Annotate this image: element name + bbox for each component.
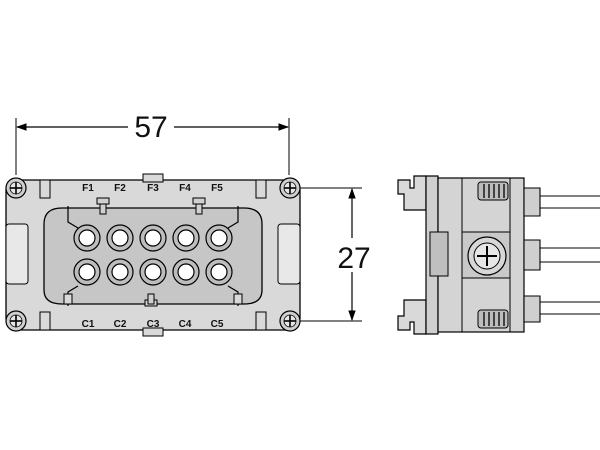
contact-hole: [106, 258, 134, 286]
width-dimension: 57: [15, 108, 290, 175]
contact-hole: [172, 258, 200, 286]
top-center-tab: [142, 173, 164, 183]
label-f3: F3: [147, 183, 159, 194]
label-c1: C1: [82, 319, 95, 330]
width-value: 57: [134, 111, 167, 144]
contact-hole: [139, 224, 167, 252]
contact-hole: [205, 258, 233, 286]
contact-hole: [172, 224, 200, 252]
insert-body: [43, 207, 263, 305]
connector-front-view: F1 F2 F3 F4 F5 C1 C2 C3 C4 C5: [5, 173, 301, 337]
label-f5: F5: [211, 183, 223, 194]
label-f1: F1: [82, 183, 94, 194]
screw-bottom-right: [279, 310, 301, 332]
contact-hole: [106, 224, 134, 252]
label-f4: F4: [179, 183, 191, 194]
side-wire-entries: [523, 187, 541, 323]
screw-top-left: [5, 177, 27, 199]
contact-hole: [73, 224, 101, 252]
coding-pin-f2-f4: [96, 197, 206, 215]
contact-row-bottom: [73, 258, 233, 286]
label-c5: C5: [211, 319, 224, 330]
screw-top-right: [279, 177, 301, 199]
right-side-cutout: [277, 223, 301, 285]
side-clip-bottom: [397, 299, 427, 335]
height-dimension: 27: [290, 187, 376, 322]
label-c4: C4: [179, 319, 192, 330]
screw-bottom-left: [5, 310, 27, 332]
bottom-contact-labels: C1 C2 C3 C4 C5: [82, 319, 224, 330]
side-ground-screw: [461, 231, 511, 279]
contact-hole: [139, 258, 167, 286]
coding-pin-c3: [144, 293, 158, 307]
bottom-center-tab: [142, 327, 164, 337]
contact-row-top: [73, 224, 233, 252]
side-clip-top: [397, 175, 427, 211]
side-terminal-bottom: [477, 309, 509, 329]
label-c3: C3: [147, 319, 160, 330]
label-f2: F2: [114, 183, 126, 194]
connector-side-view: [397, 175, 600, 335]
label-c2: C2: [114, 319, 127, 330]
top-contact-labels: F1 F2 F3 F4 F5: [82, 183, 223, 194]
height-value: 27: [337, 242, 370, 275]
contact-hole: [73, 258, 101, 286]
contact-hole: [205, 224, 233, 252]
side-terminal-top: [477, 181, 509, 201]
left-side-cutout: [5, 223, 29, 285]
